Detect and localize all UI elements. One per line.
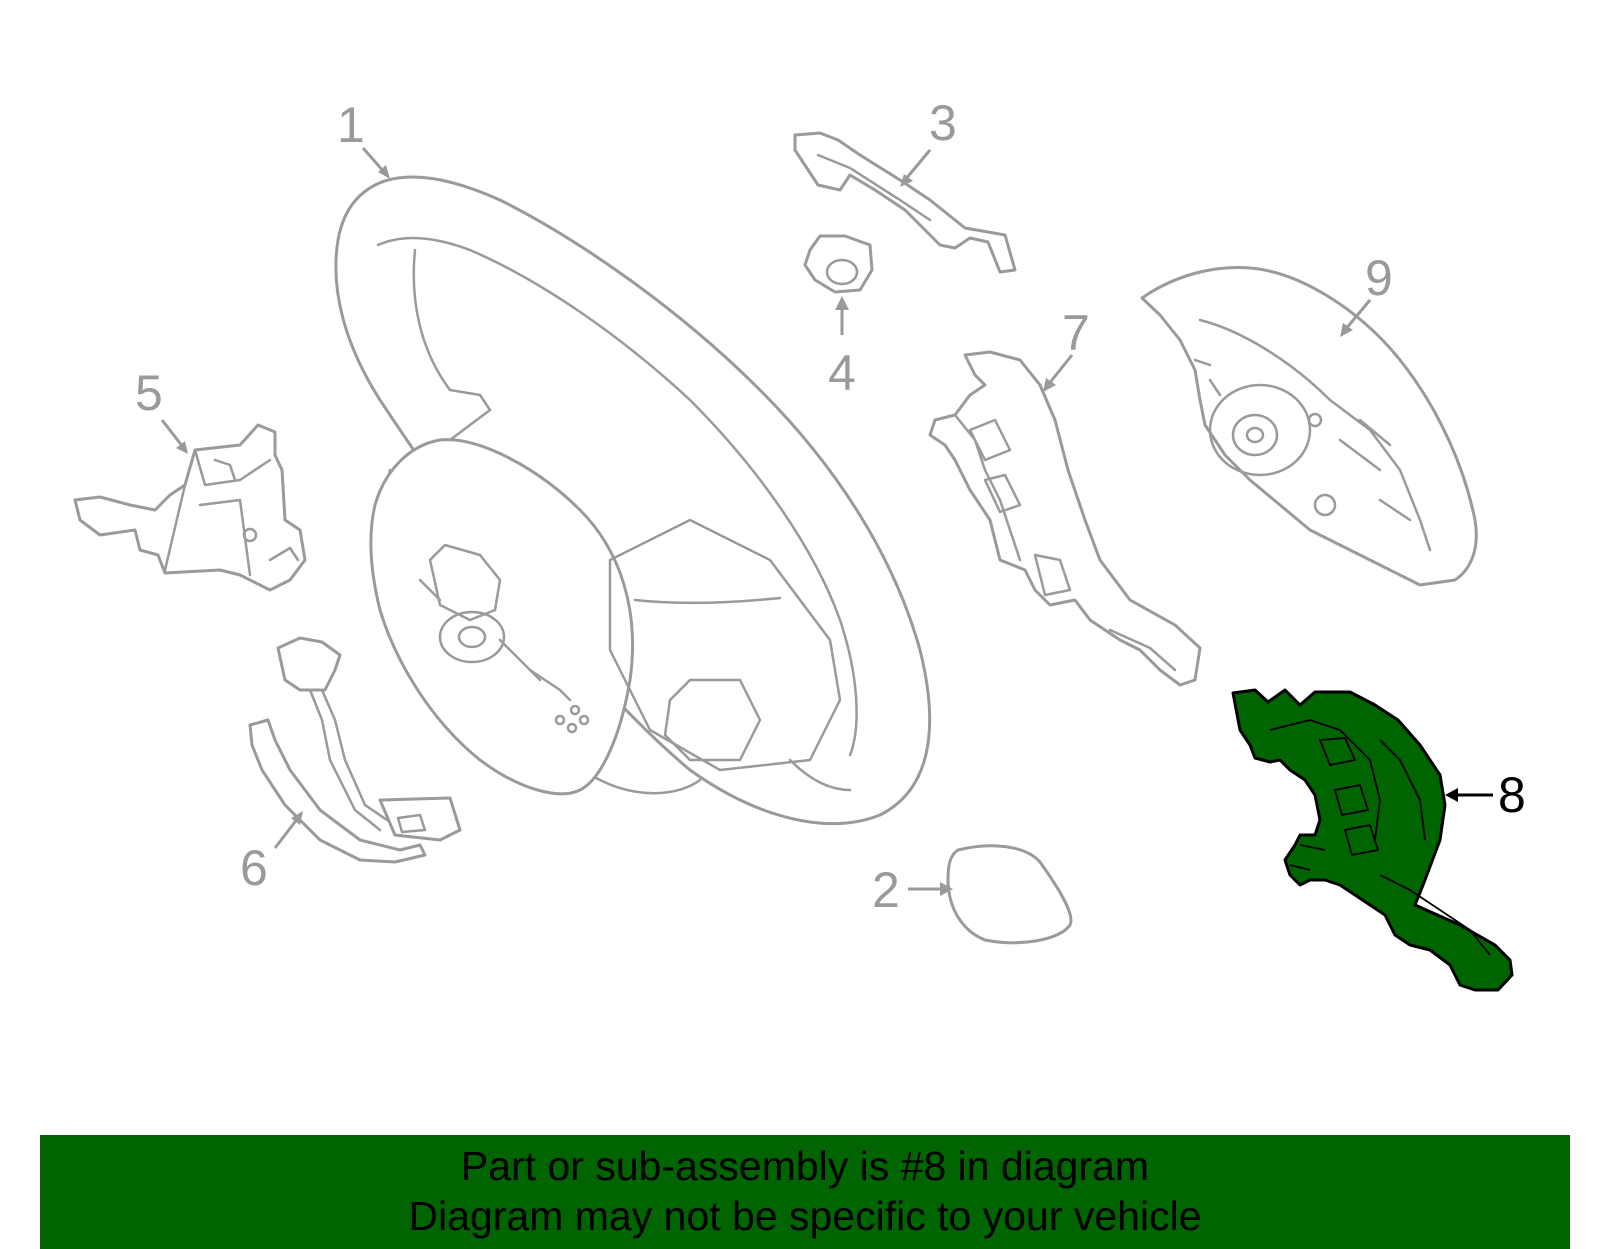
banner-line-part: Part or sub-assembly is #8 in diagram [460, 1143, 1150, 1189]
callout-6: 6 [240, 840, 268, 896]
part-3-trim-strip [793, 131, 1017, 274]
banner-line-disclaimer: Diagram may not be specific to your vehi… [408, 1193, 1202, 1239]
part-7-paddle [928, 350, 1202, 687]
callout-7: 7 [1062, 305, 1090, 361]
part-5-switch [73, 423, 307, 592]
part-8-switch-assembly [1231, 688, 1514, 992]
callout-8: 8 [1498, 767, 1526, 823]
info-banner: Part or sub-assembly is #8 in diagram Di… [40, 1135, 1570, 1249]
part-6-harness [248, 636, 462, 864]
callout-9: 9 [1365, 250, 1393, 306]
callout-1: 1 [337, 97, 365, 153]
callout-4: 4 [828, 345, 856, 401]
callout-5: 5 [135, 365, 163, 421]
part-9-airbag [1140, 266, 1478, 587]
callout-3: 3 [929, 95, 957, 151]
part-4-nut [803, 234, 874, 294]
part-1-steering-wheel [334, 175, 932, 826]
part-2-cover [946, 844, 1073, 945]
callout-2: 2 [872, 862, 900, 918]
